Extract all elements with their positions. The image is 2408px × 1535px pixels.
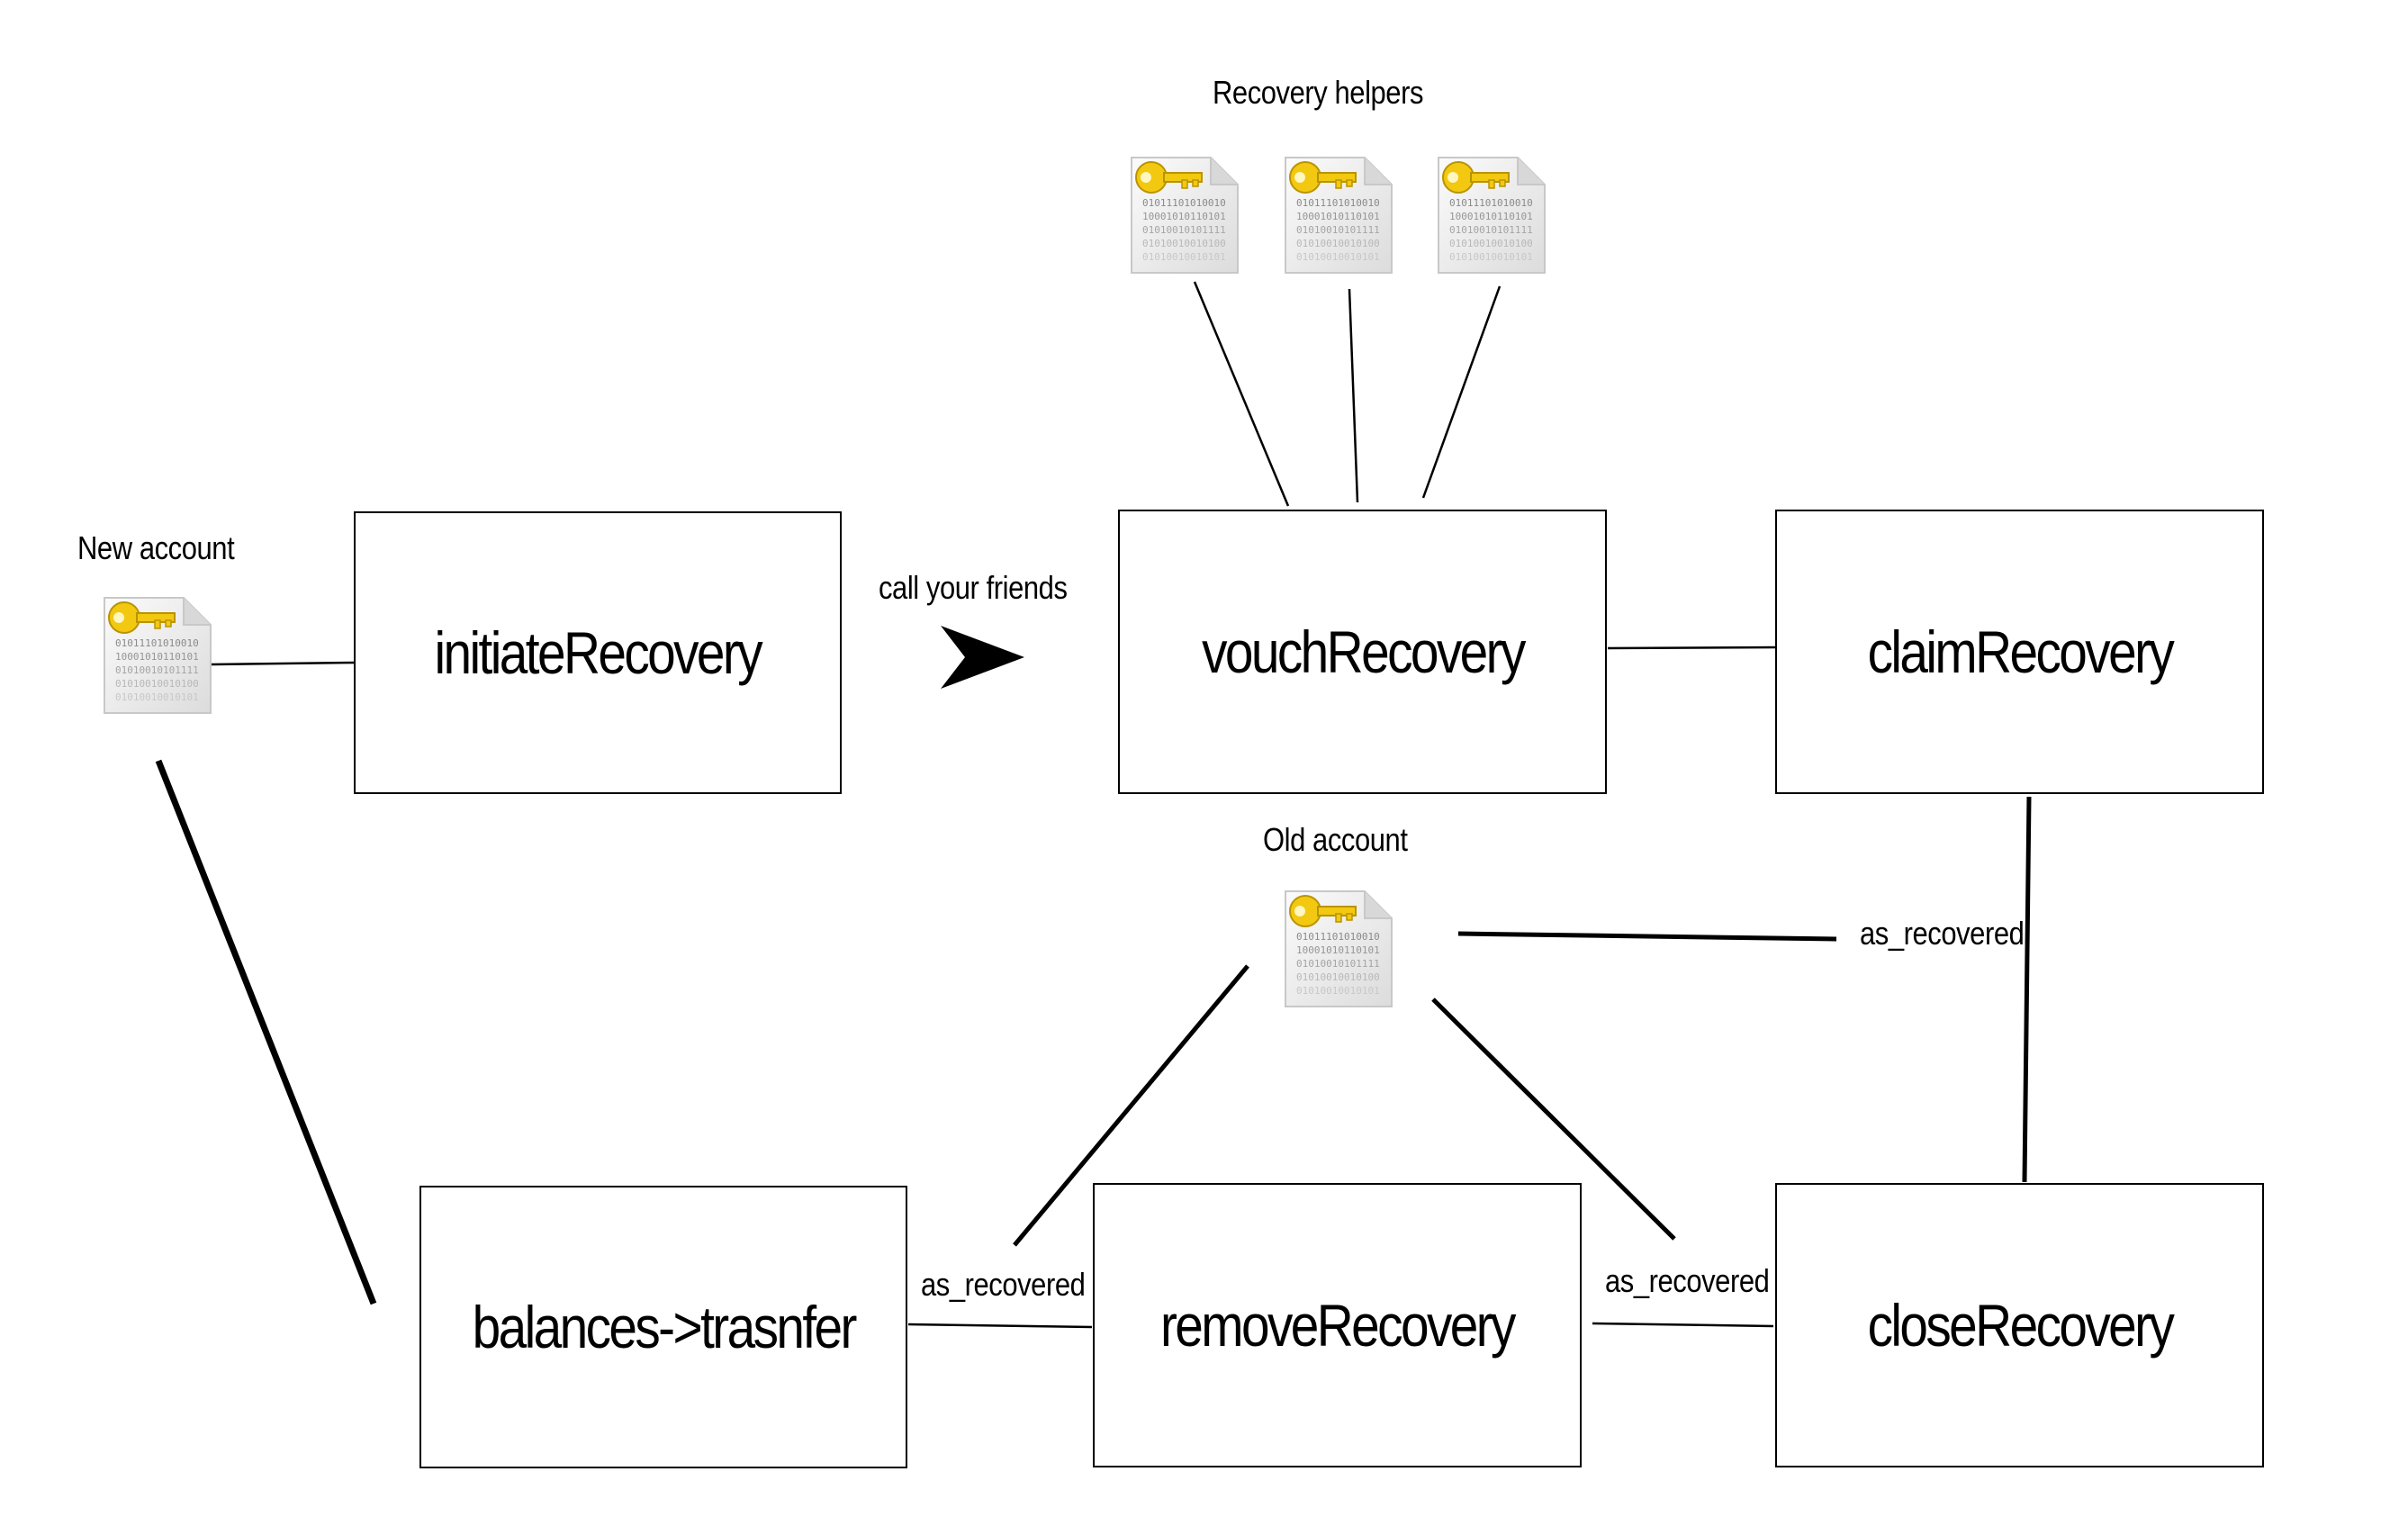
key-file-bits-row: 01010010010100 (1449, 238, 1533, 249)
line-helper3-vouch (1421, 285, 1502, 499)
edge-label-claim-old: as_recovered (1860, 915, 2025, 952)
edge-label-balances-remove: as_recovered (921, 1266, 1086, 1303)
claim-recovery-label: claimRecovery (1867, 619, 2174, 685)
line-balances-remove (907, 1323, 1093, 1329)
call-your-friends-label: call your friends (879, 569, 1068, 606)
claim-recovery-box: claimRecovery (1775, 510, 2264, 794)
key-file-bits-row: 10001010110101 (1142, 211, 1226, 222)
key-file-bits-row: 01010010101111 (1449, 224, 1533, 236)
key-file-bits-row: 01010010101111 (1296, 224, 1380, 236)
initiate-recovery-box: initiateRecovery (354, 511, 842, 794)
line-newaccount-balances (155, 759, 377, 1305)
key-file-bits-row: 01010010010101 (115, 691, 199, 703)
key-file-bits: 0101110101001010001010110101010100101011… (115, 197, 1533, 997)
balances-transfer-label: balances->trasnfer (472, 1294, 857, 1360)
key-file-bits-row: 01010010101111 (1142, 224, 1226, 236)
key-file-bits-row: 01011101010010 (1296, 931, 1380, 943)
initiate-recovery-label: initiateRecovery (434, 619, 763, 686)
close-recovery-label: closeRecovery (1867, 1292, 2174, 1359)
key-file-bits-row: 01010010010100 (115, 678, 199, 690)
key-file-bits-row: 10001010110101 (115, 651, 199, 663)
key-file-bits-row: 01011101010010 (115, 637, 199, 649)
line-oldaccount-claim (1457, 931, 1837, 942)
key-file-bits-row: 01010010010100 (1296, 238, 1380, 249)
key-file-bits-row: 01010010010101 (1142, 251, 1226, 263)
line-helper2-vouch (1348, 288, 1359, 503)
line-newaccount-initiate (211, 661, 356, 666)
edge-label-remove-close: as_recovered (1605, 1262, 1770, 1299)
key-file-bits-row: 01010010101111 (1296, 958, 1380, 970)
key-file-bits-row: 01011101010010 (1296, 197, 1380, 209)
line-remove-close (1592, 1322, 1774, 1328)
arrow-right-icon (941, 626, 1024, 689)
new-account-label: New account (77, 529, 235, 566)
key-file-bits-row: 01010010101111 (115, 664, 199, 676)
connectors (155, 281, 2032, 1329)
vouch-recovery-label: vouchRecovery (1201, 619, 1526, 685)
vouch-recovery-box: vouchRecovery (1118, 510, 1607, 794)
remove-recovery-box: removeRecovery (1093, 1183, 1582, 1467)
recovery-helpers-label: Recovery helpers (1213, 74, 1424, 111)
key-file-bits-row: 01010010010101 (1449, 251, 1533, 263)
key-file-bits-row: 10001010110101 (1296, 211, 1380, 222)
line-helper1-vouch (1193, 281, 1290, 507)
key-file-bits-row: 01010010010101 (1296, 985, 1380, 997)
key-file-bits-row: 01010010010101 (1296, 251, 1380, 263)
key-file-bits-row: 10001010110101 (1449, 211, 1533, 222)
line-vouch-claim (1607, 646, 1779, 650)
old-account-label: Old account (1263, 821, 1408, 858)
key-file-bits-row: 01011101010010 (1449, 197, 1533, 209)
key-file-bits-row: 10001010110101 (1296, 944, 1380, 956)
line-claim-close (2022, 796, 2032, 1183)
line-oldaccount-remove-right (1431, 998, 1676, 1241)
balances-transfer-box: balances->trasnfer (419, 1186, 907, 1468)
remove-recovery-label: removeRecovery (1160, 1292, 1516, 1359)
key-file-bits-row: 01010010010100 (1296, 971, 1380, 983)
line-oldaccount-remove-left (1013, 964, 1249, 1247)
close-recovery-box: closeRecovery (1775, 1183, 2264, 1467)
key-file-bits-row: 01010010010100 (1142, 238, 1226, 249)
key-file-bits-row: 01011101010010 (1142, 197, 1226, 209)
